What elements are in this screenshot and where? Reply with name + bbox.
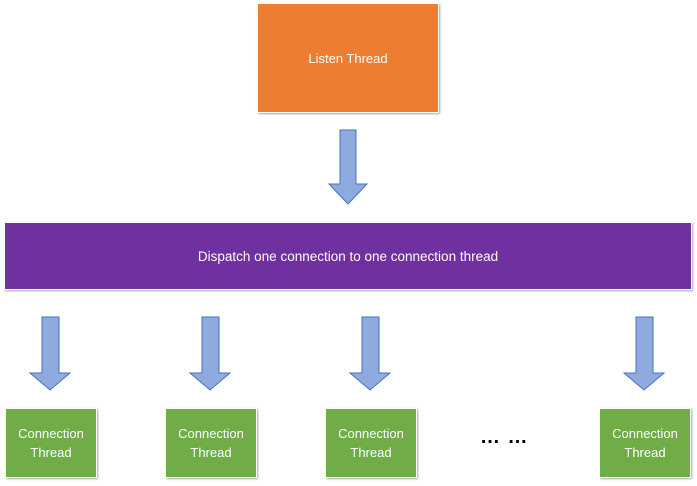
arrow-down-icon bbox=[327, 129, 369, 205]
dispatch-label: Dispatch one connection to one connectio… bbox=[197, 248, 499, 264]
connection-thread-label-line1: Connection bbox=[338, 426, 404, 441]
connection-thread-label-line1: Connection bbox=[18, 426, 84, 441]
connection-thread-label-line2: Thread bbox=[30, 445, 72, 460]
arrow-down-icon bbox=[28, 316, 72, 391]
connection-thread-box: Connection Thread bbox=[165, 408, 257, 478]
connection-thread-box: Connection Thread bbox=[5, 408, 97, 478]
connection-thread-box: Connection Thread bbox=[325, 408, 417, 478]
dispatch-box: Dispatch one connection to one connectio… bbox=[4, 222, 692, 290]
arrow-down-icon bbox=[622, 316, 666, 391]
listen-thread-label: Listen Thread bbox=[308, 50, 388, 66]
connection-thread-label-line2: Thread bbox=[190, 445, 232, 460]
arrow-down-icon bbox=[348, 316, 392, 391]
connection-thread-label-line2: Thread bbox=[624, 445, 666, 460]
connection-thread-box: Connection Thread bbox=[599, 408, 691, 478]
ellipsis-text: … … bbox=[480, 426, 529, 448]
connection-thread-label-line1: Connection bbox=[178, 426, 244, 441]
connection-thread-label-line1: Connection bbox=[612, 426, 678, 441]
listen-thread-box: Listen Thread bbox=[257, 3, 439, 113]
arrow-down-icon bbox=[188, 316, 232, 391]
connection-thread-label-line2: Thread bbox=[350, 445, 392, 460]
